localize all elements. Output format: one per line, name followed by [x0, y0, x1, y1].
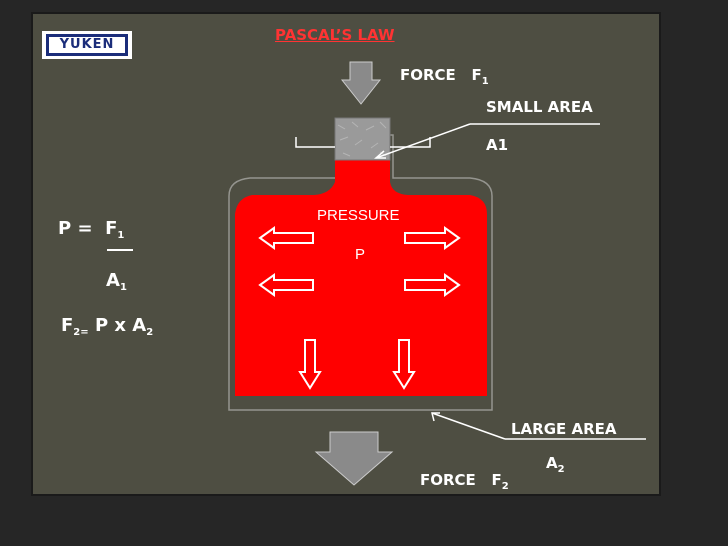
output-force-arrow: [314, 431, 394, 486]
formula-f2-rhs: P x A: [94, 315, 147, 336]
pressure-arrows: [258, 226, 461, 390]
force-bottom-label: FORCE F2: [420, 471, 509, 492]
pressure-arrow-down-left: [298, 339, 322, 390]
large-area-label: LARGE AREA: [511, 420, 617, 438]
pressure-arrow-left-lower: [258, 273, 314, 297]
formula-p-numerator: F: [105, 218, 118, 239]
large-area-subscript: 2: [557, 464, 565, 475]
pressure-arrow-down-right: [392, 339, 416, 390]
leader-lines: [374, 123, 646, 440]
large-area-symbol: A2: [546, 454, 565, 475]
fluid-body: [235, 160, 487, 396]
formula-p-lhs: P =: [58, 218, 93, 239]
formula-p-denominator: A1: [106, 270, 127, 293]
small-area-label: SMALL AREA: [486, 98, 593, 116]
formula-p-denominator-sub: 1: [119, 282, 127, 293]
large-area-leader-head: [431, 412, 440, 422]
force-top-symbol: F: [471, 66, 482, 84]
pressure-arrow-right-upper: [404, 226, 461, 250]
pressure-arrow-right-lower: [404, 273, 461, 297]
pressure-symbol: P: [355, 246, 366, 263]
force-top-subscript: 1: [481, 76, 489, 87]
force-top-label: FORCE F1: [400, 66, 489, 87]
formula-force-2: F2= P x A2: [61, 315, 154, 338]
slide-title: PASCAL’S LAW: [275, 26, 395, 44]
formula-f2-eq: =: [80, 327, 89, 338]
yuken-logo: YUKEN: [42, 31, 132, 59]
force-bottom-subscript: 2: [501, 481, 509, 492]
formula-f2-lhs-sub: 2: [73, 327, 81, 338]
logo-text: YUKEN: [46, 34, 128, 56]
formula-pressure: P = F1: [58, 218, 125, 241]
pressure-arrow-left-upper: [258, 226, 314, 250]
small-area-leader-head: [374, 150, 386, 159]
formula-p-numerator-sub: 1: [117, 230, 125, 241]
formula-f2-rhs-sub: 2: [146, 327, 154, 338]
small-area-leader: [375, 123, 471, 159]
small-area-symbol: A1: [486, 136, 509, 154]
large-area-leader: [431, 412, 506, 440]
pressure-label: PRESSURE: [317, 207, 400, 224]
vessel-outline: [228, 134, 493, 411]
input-force-arrow: [340, 61, 382, 105]
force-bottom-symbol: F: [491, 471, 502, 489]
